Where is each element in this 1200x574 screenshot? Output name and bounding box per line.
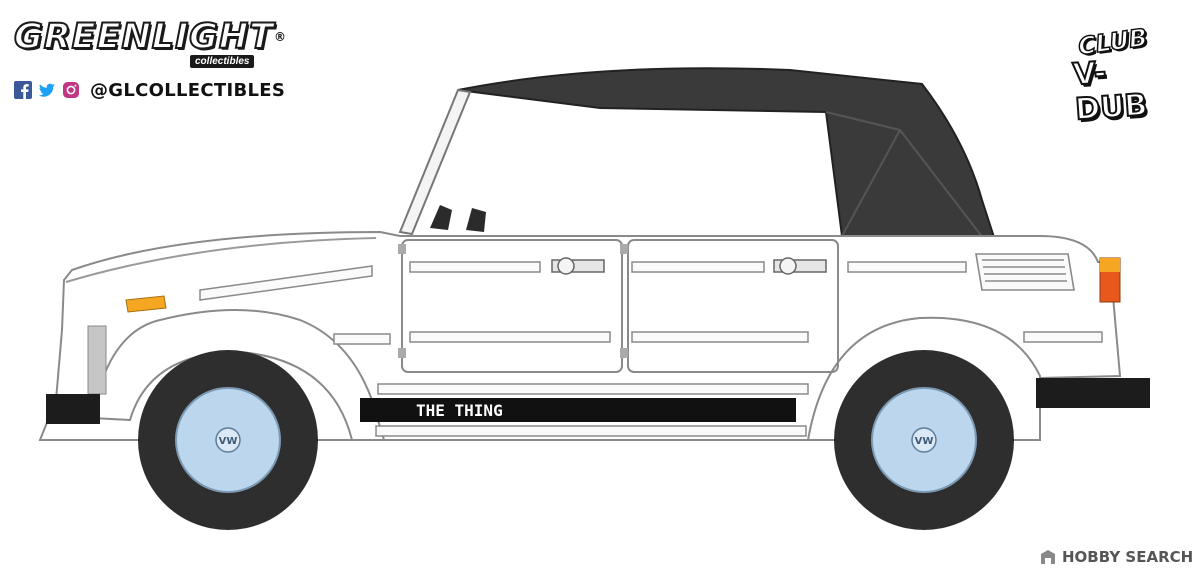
body-rib <box>631 261 765 273</box>
front-bumper <box>46 394 100 424</box>
body-rib <box>1023 331 1103 343</box>
hubcap-badge: VW <box>219 436 238 447</box>
door-hinge <box>620 244 628 254</box>
body-rib <box>409 331 611 343</box>
facebook-icon[interactable] <box>14 81 32 99</box>
side-stripe <box>360 398 796 422</box>
hobby-search-logo-icon <box>1041 550 1055 564</box>
taillight-amber <box>1100 258 1120 272</box>
door-lock <box>779 257 797 275</box>
hobby-search-watermark: HOBBY SEARCH <box>1040 547 1193 567</box>
front-door <box>401 239 623 373</box>
rear-wheel: VW <box>834 350 1014 530</box>
twitter-icon[interactable] <box>38 81 56 99</box>
seat-back <box>430 205 486 232</box>
front-indicator <box>125 295 167 313</box>
rear-bumper <box>1036 378 1150 408</box>
body-rib <box>333 333 391 345</box>
door-hinge <box>620 348 628 358</box>
watermark-text: HOBBY SEARCH <box>1062 548 1194 566</box>
headlight <box>87 325 107 395</box>
hood-rib <box>199 265 373 301</box>
social-bar: @GLCOLLECTIBLES <box>14 79 286 101</box>
soft-top <box>457 67 1004 264</box>
rear-door <box>627 239 839 373</box>
instagram-icon[interactable] <box>62 81 80 99</box>
front-wheel: VW <box>138 350 318 530</box>
hood-line <box>65 237 377 283</box>
door-hinge <box>398 348 406 358</box>
door-hinge <box>398 244 406 254</box>
body-rib <box>631 331 809 343</box>
logo-wordmark: GREENLIGHT® <box>13 17 288 57</box>
hubcap-badge: VW <box>915 436 934 447</box>
logo-subtitle: collectibles <box>190 55 255 68</box>
body-rib <box>847 261 967 273</box>
rocker-rib <box>375 425 807 437</box>
windshield-frame <box>398 88 472 236</box>
body-rib <box>409 261 541 273</box>
social-handle[interactable]: @GLCOLLECTIBLES <box>90 79 286 101</box>
rocker-rib <box>377 383 809 395</box>
door-lock <box>557 257 575 275</box>
greenlight-logo: GREENLIGHT® collectibles <box>13 17 304 68</box>
engine-vent <box>975 253 1075 291</box>
side-stripe-text: THE THING <box>416 401 503 420</box>
